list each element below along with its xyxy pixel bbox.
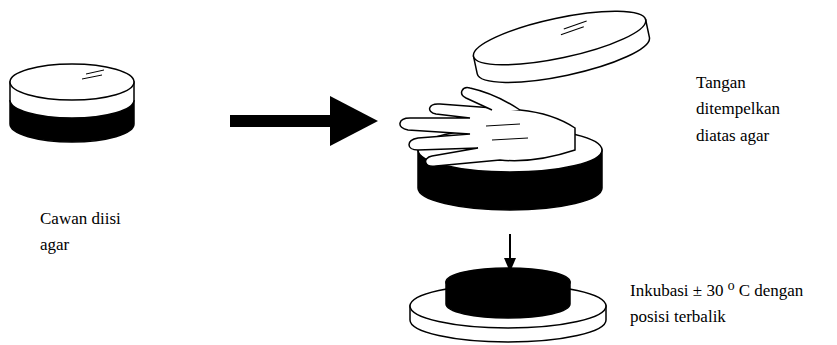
petri-dish [10, 64, 134, 142]
step-label: Tangan ditempelkan diatas agar [696, 70, 816, 149]
process-arrow [504, 234, 516, 272]
hand [400, 88, 575, 167]
petri-lid [469, 0, 653, 93]
step-label: Inkubasi ± 30 ⁰ C dengan posisi terbalik [630, 278, 830, 331]
step-label: Cawan diisi agar [40, 206, 150, 259]
petri-dish-inverted [410, 268, 606, 342]
process-arrow [230, 96, 378, 146]
